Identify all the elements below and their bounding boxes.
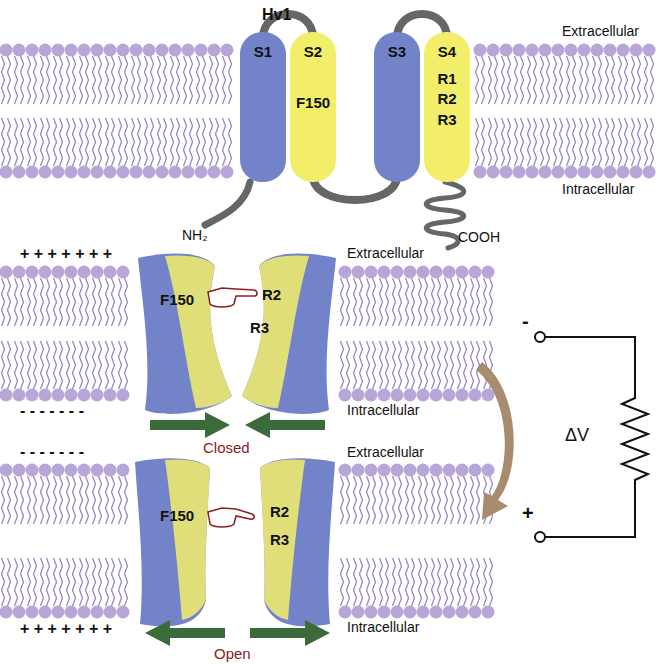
segment-name: S3: [388, 44, 406, 61]
segment-name: S4: [438, 44, 456, 61]
residue-label: R3: [270, 532, 289, 549]
residue-label: F150: [160, 292, 194, 309]
charge-label: + + + + + + +: [20, 620, 112, 638]
n-terminus: [205, 182, 250, 225]
voltage-label: ΔV: [565, 426, 589, 446]
residue-label: R3: [437, 112, 456, 129]
motion-arrow: [145, 412, 330, 646]
region-label: Intracellular: [345, 403, 421, 418]
residue-label: F150: [296, 95, 330, 112]
terminus-label: NH₂: [182, 228, 208, 243]
residue-label: R2: [262, 287, 281, 304]
charge-label: + + + + + + +: [20, 245, 112, 263]
pointing-hand: [208, 288, 257, 527]
region-label: Intracellular: [345, 620, 421, 635]
terminus-label: COOH: [458, 230, 500, 245]
loop-connector: [313, 176, 397, 200]
helix-segment: S3: [374, 32, 420, 182]
residue-label: R2: [270, 504, 289, 521]
state-label: Open: [214, 646, 251, 663]
terminal-label: +: [522, 502, 534, 524]
region-label: Extracellular: [345, 445, 426, 460]
figure-title: Hv1: [262, 6, 291, 24]
transition-arrow: [476, 362, 514, 520]
charge-label: - - - - - - -: [20, 402, 84, 420]
state-label: Closed: [203, 440, 250, 457]
charge-label: - - - - - - -: [20, 443, 84, 461]
residue-label: R3: [250, 320, 269, 337]
resistor-symbol: [545, 337, 648, 537]
residue-label: R2: [437, 91, 456, 108]
region-label: Intracellular: [560, 182, 636, 197]
residue-label: F150: [160, 508, 194, 525]
terminal-label: -: [522, 310, 529, 332]
closed-subunits: [138, 254, 336, 414]
helix-segment: S1: [240, 32, 286, 182]
residue-label: R1: [437, 71, 456, 88]
helix-segment: S4R1R2R3: [424, 32, 470, 182]
circuit: [535, 332, 648, 542]
region-label: Extracellular: [345, 246, 426, 261]
segment-name: S2: [304, 44, 322, 61]
open-subunits: [135, 458, 335, 626]
region-label: Extracellular: [560, 24, 641, 39]
segment-name: S1: [254, 44, 272, 61]
helix-segment: S2F150: [290, 32, 336, 182]
